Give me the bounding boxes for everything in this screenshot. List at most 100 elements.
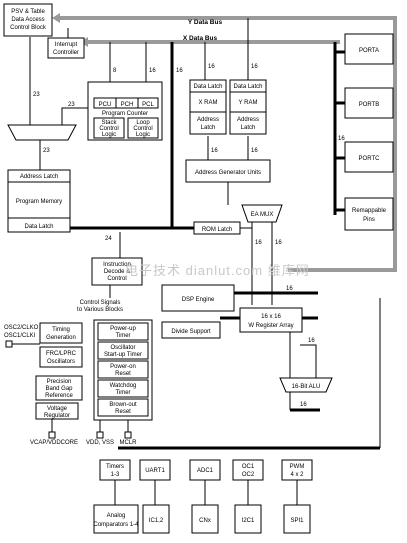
portb-block: [344, 87, 394, 119]
voltage-regulator-block: [35, 402, 79, 420]
address-generator-label: Address Generator Units: [195, 170, 261, 176]
w-array-label-1: 16 x 16: [261, 314, 281, 320]
oc-label-1: OC1: [242, 464, 255, 470]
yram-data-latch-label: Data Latch: [233, 84, 262, 90]
brown-out-reset-block: [97, 398, 149, 417]
ea-mux-label: EA MUX: [251, 212, 274, 218]
pwm-label-2: 4 x 2: [290, 472, 304, 478]
width-16-ea2: 16: [275, 240, 282, 246]
i2c1-block: [234, 504, 262, 534]
width-16-xbus: 16: [176, 68, 183, 74]
width-16-yram: 16: [251, 64, 258, 70]
vcap-pin-icon: [48, 431, 56, 439]
control-signals-label-1: Control Signals: [80, 300, 121, 306]
instruction-decode-block: [91, 257, 143, 286]
width-16-ea1: 16: [255, 240, 262, 246]
ic12-block: [142, 504, 170, 534]
control-signals-label-2: to Various Blocks: [77, 307, 123, 313]
power-on-reset-block: [97, 360, 149, 379]
pc-to-mux: [61, 107, 88, 125]
psv-control-block: [3, 3, 53, 37]
bandgap-label-3: Reference: [45, 393, 73, 399]
yram-address-latch: [229, 111, 267, 135]
decode-label-2: Decode &: [104, 269, 130, 275]
por-label-1: Power-on: [110, 364, 136, 370]
pm-address-latch-label: Address Latch: [20, 174, 58, 180]
width-23-psv: 23: [33, 92, 40, 98]
portc-block: [344, 141, 394, 173]
width-8-pc: 8: [113, 68, 117, 74]
rom-latch-block: [193, 221, 241, 235]
bor-label-2: Reset: [115, 409, 131, 415]
cnx-block: [191, 504, 219, 534]
remappable-pins-block: [344, 197, 394, 231]
uart1-label: UART1: [145, 468, 165, 474]
pcu-label: PCU: [99, 102, 112, 108]
width-16-xram: 16: [208, 64, 215, 70]
dsp-engine-label: DSP Engine: [182, 297, 215, 303]
width-16-aluout: 16: [300, 402, 307, 408]
timing-label-2: Generation: [46, 335, 76, 341]
frc-lprc-block: [39, 346, 83, 368]
pwm-label-1: PWM: [290, 464, 305, 470]
width-16-alu: 16: [308, 338, 315, 344]
psv-label-1: PSV & Table: [11, 9, 45, 15]
timing-generation-block: [39, 322, 83, 344]
stack-label-1: Stack: [101, 120, 117, 126]
psv-label-2: Data Access: [11, 17, 44, 23]
bor-label-1: Brown-out: [109, 402, 137, 408]
mclr-pin-icon: [124, 431, 132, 439]
width-16-dsp: 16: [286, 286, 293, 292]
portc-label: PORTC: [359, 156, 381, 162]
w-array-label-2: W Register Array: [248, 323, 293, 329]
timers-label-1: Timers: [106, 464, 124, 470]
xram-addr-label-2: Latch: [201, 125, 216, 131]
alu-feedback: [300, 344, 317, 378]
yram-addr-label-2: Latch: [241, 125, 256, 131]
osc-pin-label-2: OSC1/CLKI: [4, 333, 36, 339]
interrupt-controller-block: [47, 37, 85, 59]
uart1-block: [139, 459, 171, 481]
address-generator-block: [185, 159, 271, 183]
frc-label-1: FRC/LPRC: [46, 351, 77, 357]
timing-label-1: Timing: [52, 327, 70, 333]
loop-label-2: Control: [133, 126, 152, 132]
cnx-label: CNx: [199, 518, 211, 524]
decode-label-3: Control: [107, 276, 126, 282]
width-16-pc: 16: [149, 68, 156, 74]
remappable-label-1: Remappable: [352, 208, 387, 214]
regulator-label-2: Regulator: [44, 413, 70, 419]
timers-label-2: 1-3: [111, 472, 120, 478]
pch-label: PCH: [121, 102, 134, 108]
ea-mux: [241, 204, 283, 223]
pcl-label: PCL: [142, 102, 154, 108]
ost-label-2: Start-up Timer: [104, 352, 142, 358]
program-memory-label: Program Memory: [16, 199, 62, 205]
program-memory-block: [7, 181, 71, 219]
regulator-label-1: Voltage: [47, 406, 68, 412]
xram-addr-label-1: Address: [197, 117, 219, 123]
timers-block: [99, 459, 131, 481]
analog-comparators-block: [93, 504, 139, 534]
i2c1-label: I2C1: [242, 518, 255, 524]
osc-pin-icon: [5, 340, 13, 348]
interrupt-label-1: Interrupt: [55, 42, 78, 48]
wdt-label-2: Timer: [115, 390, 130, 396]
portb-label: PORTB: [359, 102, 380, 108]
bandgap-label-1: Precision: [47, 379, 72, 385]
adc1-block: [189, 459, 221, 481]
alu-block: [279, 377, 333, 393]
loop-label-1: Loop: [136, 120, 150, 126]
pm-data-latch: [7, 217, 71, 233]
vdd-pin-icon: [96, 431, 104, 439]
spi1-block: [283, 504, 311, 534]
wdt-label-1: Watchdog: [110, 383, 137, 389]
oc-block: [232, 459, 264, 481]
width-24-rom: 24: [105, 236, 112, 242]
power-up-timer-block: [97, 322, 149, 341]
pwm-block: [281, 459, 313, 481]
porta-label: PORTA: [359, 48, 379, 54]
y-data-bus-label: Y Data Bus: [188, 19, 223, 26]
precision-bandgap-block: [35, 375, 83, 401]
